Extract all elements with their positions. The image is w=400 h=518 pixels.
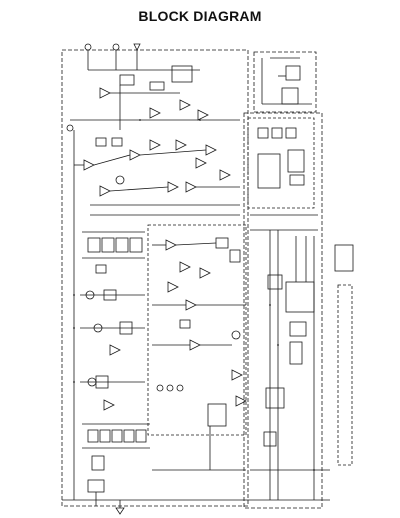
side-module-box xyxy=(334,244,354,272)
main-board-outline xyxy=(61,49,249,507)
antenna-symbol xyxy=(133,43,141,51)
page-title: BLOCK DIAGRAM xyxy=(138,8,262,24)
display-section-outline xyxy=(247,117,315,209)
power-supply-outline xyxy=(253,51,317,113)
audio-section-outline xyxy=(147,224,247,436)
control-board-outline xyxy=(243,112,323,509)
side-strip-outline xyxy=(337,284,353,466)
input-jack-symbol xyxy=(112,43,120,51)
antenna-jack-symbol xyxy=(84,43,92,51)
